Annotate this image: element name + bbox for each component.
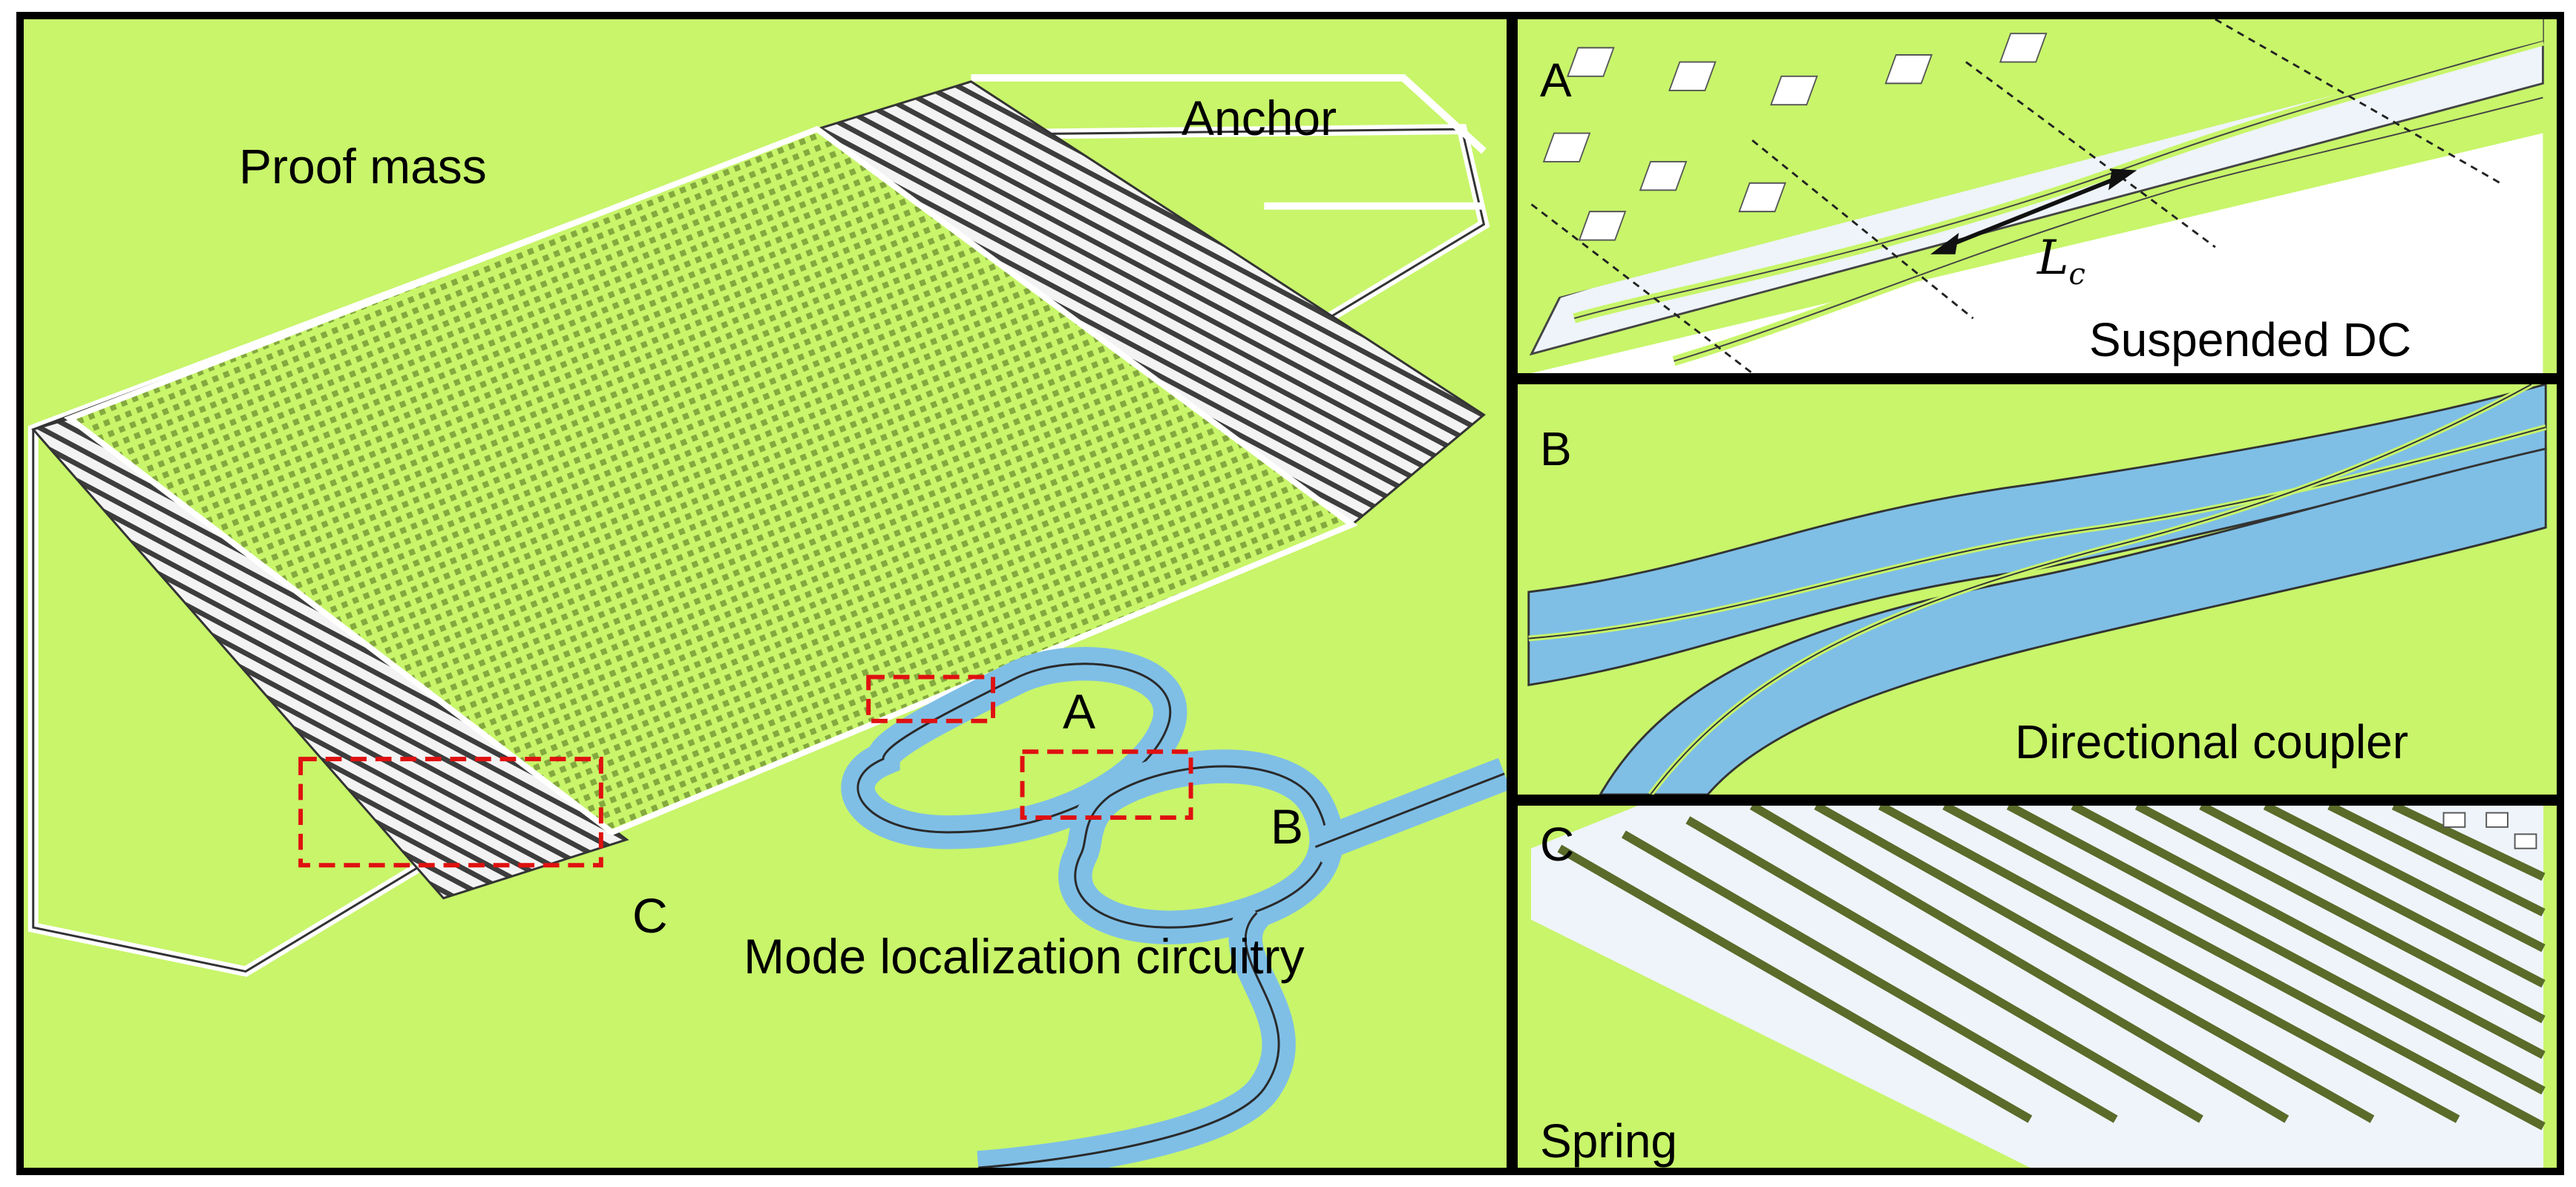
panel-c-caption: Spring — [1540, 1114, 1677, 1168]
panel-a-letter: A — [1540, 53, 1572, 107]
label-proof-mass: Proof mass — [239, 139, 487, 194]
panel-a-caption: Suspended DC — [2089, 313, 2412, 366]
suspended-dc-illustration — [1529, 19, 2545, 373]
directional-coupler-illustration — [1527, 384, 2547, 795]
spring-illustration — [1530, 806, 2546, 1168]
panel-a: A Lc Suspended DC — [1510, 12, 2564, 381]
label-b: B — [1271, 799, 1304, 854]
spring-bank-bottom — [31, 417, 629, 900]
panel-b: B Directional coupler — [1510, 377, 2564, 802]
coupling-length-symbol: L — [2037, 231, 2069, 286]
panel-b-caption: Directional coupler — [2015, 715, 2409, 769]
coupling-length-subscript: c — [2068, 257, 2085, 292]
panel-b-letter: B — [1540, 422, 1572, 476]
device-illustration — [27, 74, 1507, 1168]
label-a: A — [1063, 684, 1096, 739]
mode-localization-circuitry — [841, 647, 1507, 1168]
coupling-length-arrow — [1930, 168, 2137, 254]
panel-c: C Spring — [1510, 798, 2564, 1175]
coupling-length-label: Lc — [2037, 234, 2085, 289]
main-panel: Proof mass Anchor Mode localization circ… — [16, 12, 1514, 1175]
highlight-box-c — [298, 757, 603, 868]
label-mode-localization: Mode localization circuitry — [744, 929, 1305, 984]
highlight-box-b — [1020, 749, 1193, 821]
label-anchor: Anchor — [1182, 91, 1337, 145]
label-c: C — [632, 888, 668, 943]
panel-c-letter: C — [1540, 818, 1575, 871]
highlight-box-a — [866, 674, 995, 723]
